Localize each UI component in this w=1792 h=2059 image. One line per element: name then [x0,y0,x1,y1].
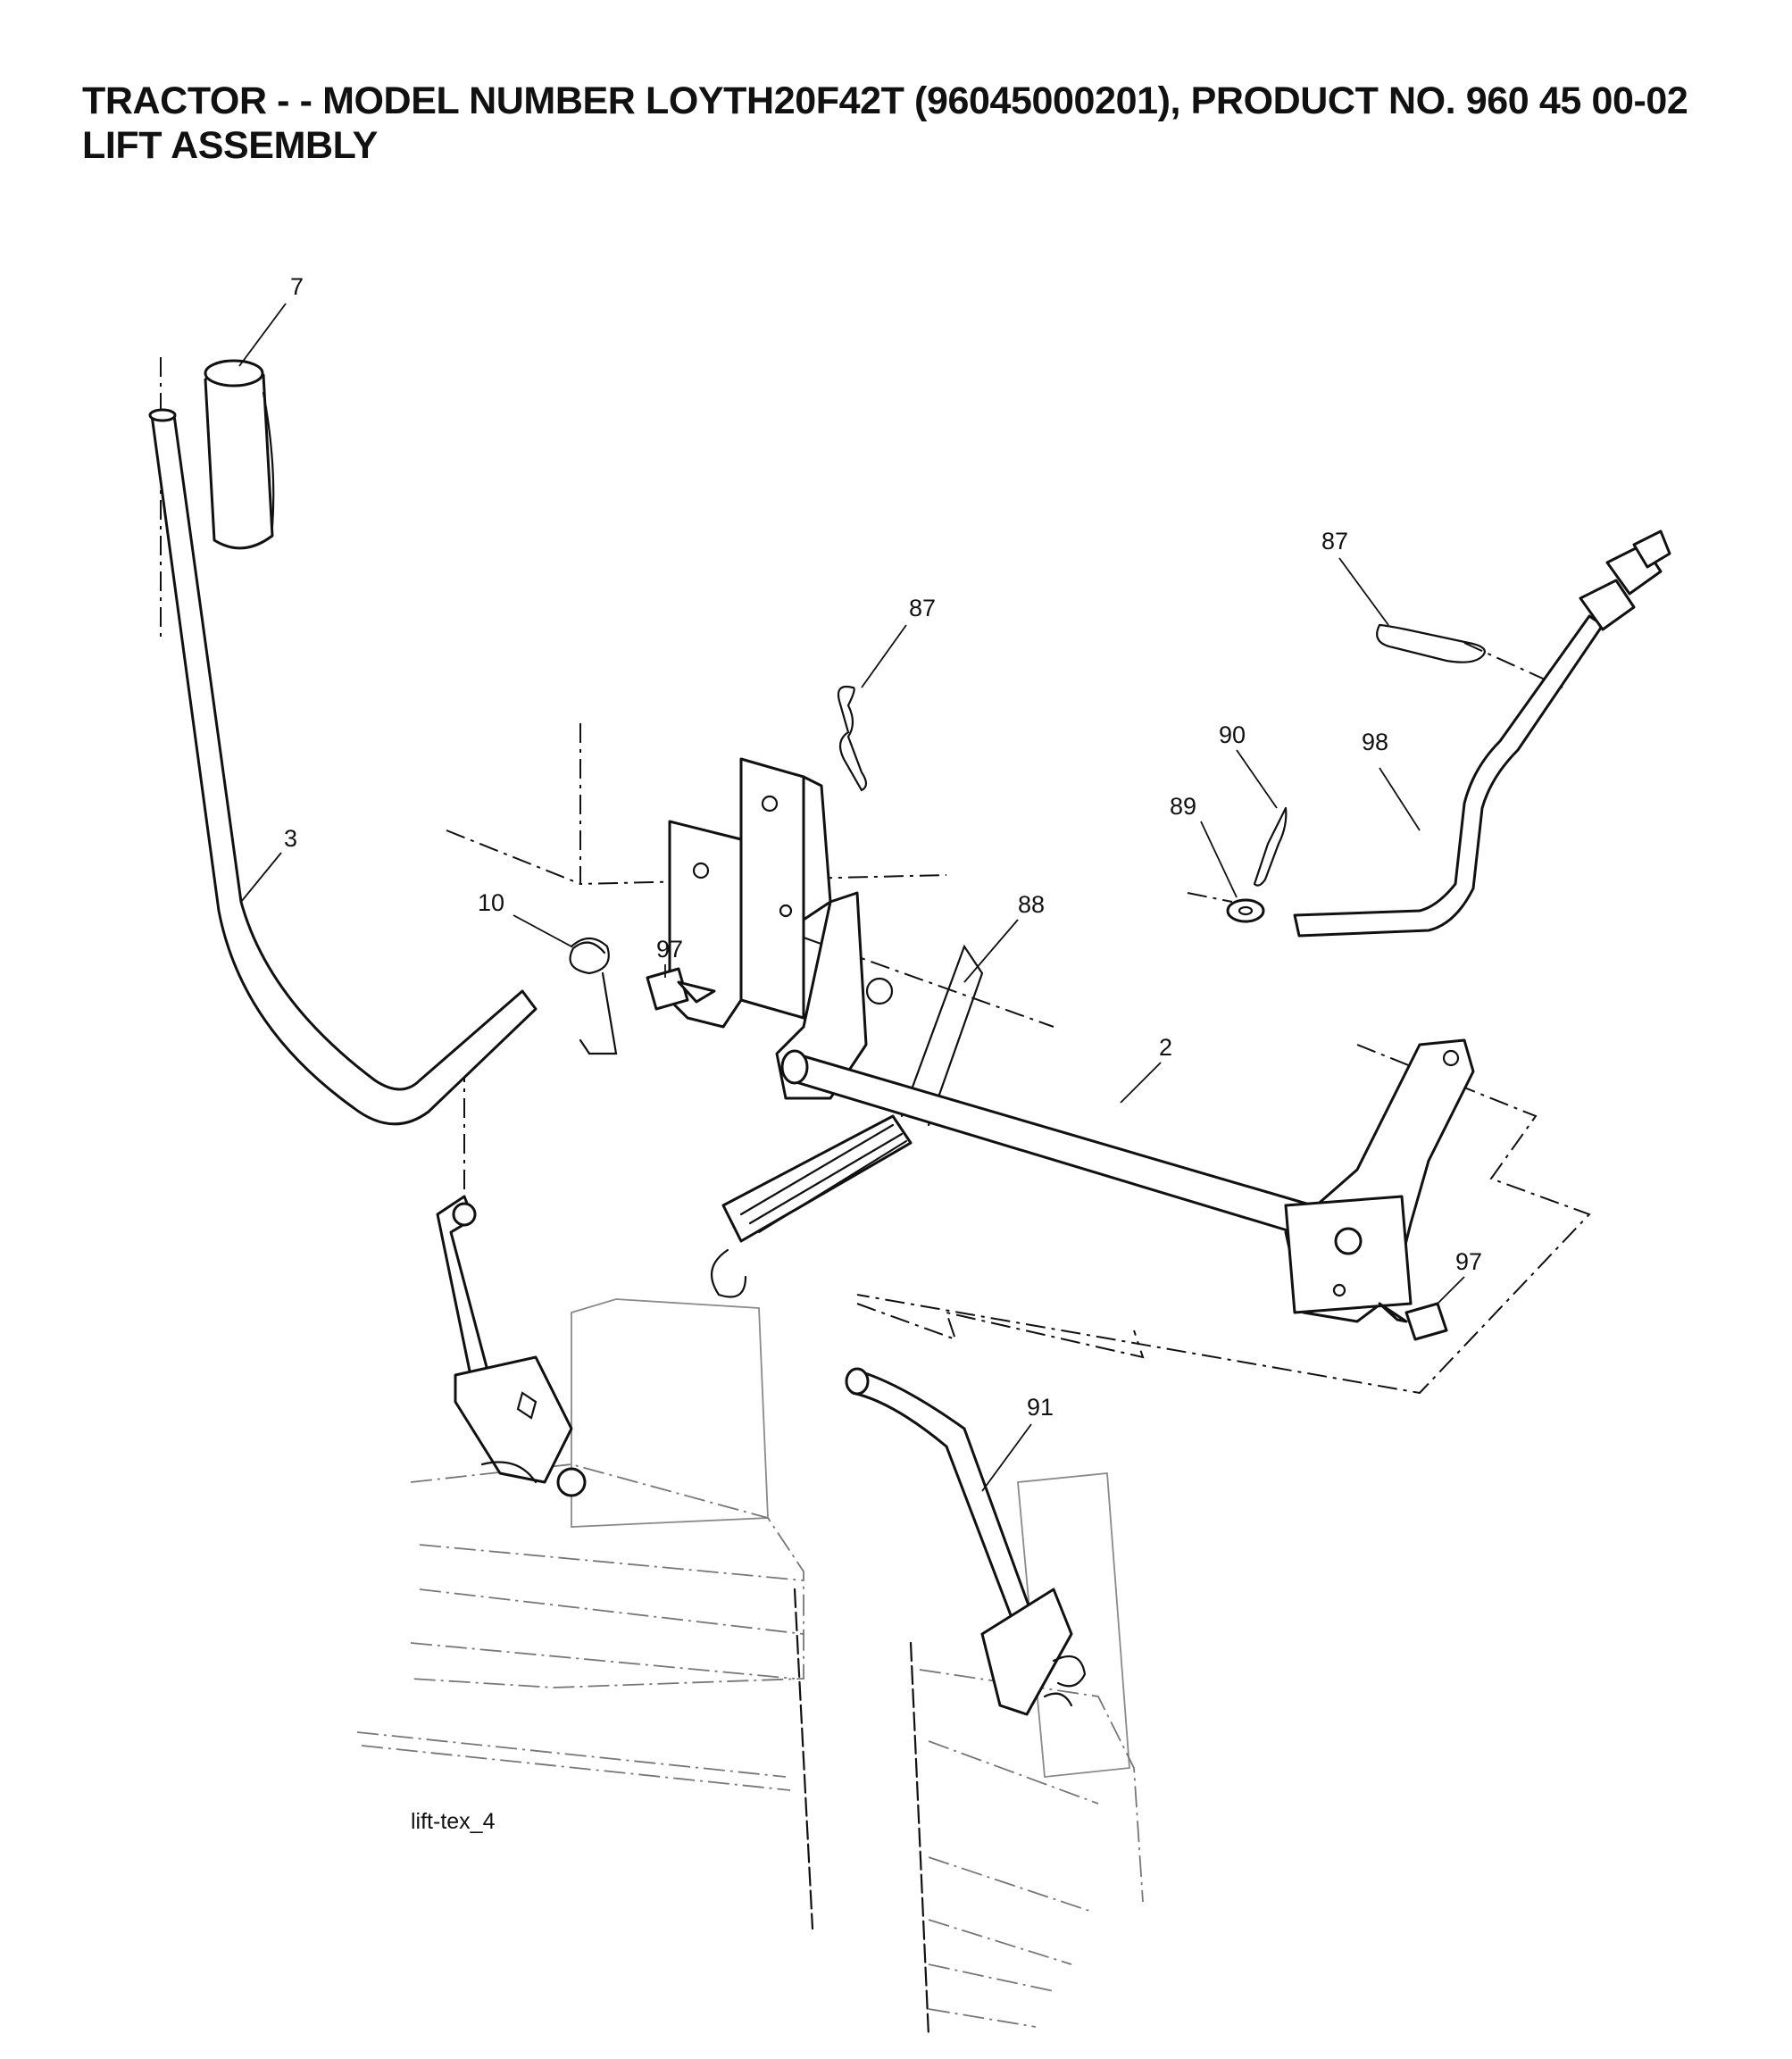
extension-spring-part [710,944,984,1298]
hairpin-clip-part-right [1376,623,1486,663]
adjustment-rod-part [1293,529,1671,938]
callout-10: 10 [478,889,504,916]
mounting-bracket-part [668,757,894,1100]
lift-link-right-part [845,1367,1087,1716]
leader-lines [238,303,1465,1492]
callout-7: 7 [290,273,304,300]
callout-88: 88 [1018,891,1045,918]
hairpin-clip-part-center [837,685,868,792]
lift-arm-right-part [1284,1038,1475,1323]
callout-87-center: 87 [909,595,936,621]
callout-90: 90 [1219,721,1246,748]
bolt-part-right [1378,1302,1448,1341]
callout-3: 3 [284,825,297,852]
figure-id-label: lift-tex_4 [411,1809,496,1834]
cotter-pin-part [1253,806,1288,887]
callout-98: 98 [1362,729,1388,755]
torsion-spring-part [569,937,618,1055]
chassis-ghost [356,1298,1144,2038]
callout-97-right: 97 [1455,1248,1482,1275]
title-block: TRACTOR - - MODEL NUMBER LOYTH20F42T (96… [82,79,1761,168]
callout-89: 89 [1170,793,1196,820]
lift-link-left-part [436,1195,587,1497]
page-subtitle: LIFT ASSEMBLY [82,124,378,167]
page-title: TRACTOR - - MODEL NUMBER LOYTH20F42T (96… [82,79,1688,122]
hand-grip-part [204,359,275,550]
callout-91: 91 [1027,1394,1054,1421]
callout-87-right: 87 [1321,528,1348,554]
bolt-part-left [646,967,716,1011]
callout-2: 2 [1159,1034,1172,1061]
lift-lever-part [148,408,538,1126]
washer-part [1226,898,1265,923]
callout-97-left: 97 [656,936,683,963]
callouts: 7 3 10 97 87 88 2 87 90 89 98 97 91 [284,273,1482,1421]
